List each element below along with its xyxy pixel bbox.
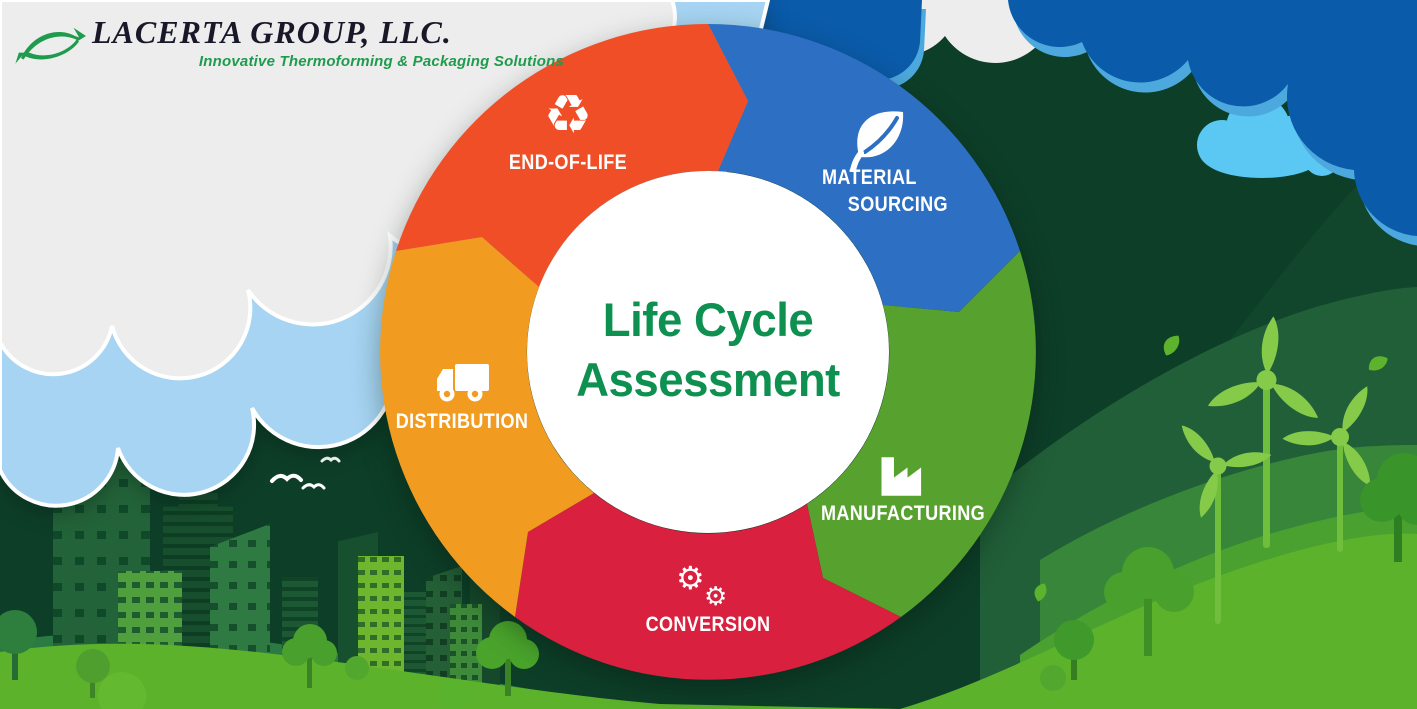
- segment-manufacturing: [807, 251, 1036, 617]
- floating-leaves: [1034, 335, 1388, 602]
- tree: [1360, 453, 1417, 562]
- label-material-sourcing: MATERIAL SOURCING: [822, 164, 948, 218]
- segment-material-sourcing: [708, 24, 1020, 312]
- tree: [1104, 547, 1194, 656]
- gears-icon: ⚙: [676, 560, 705, 596]
- truck-icon: [437, 364, 489, 402]
- company-name: LACERTA GROUP, LLC.: [92, 14, 452, 50]
- label-sourcing: SOURCING: [847, 193, 948, 216]
- company-tagline: Innovative Thermoforming & Packaging Sol…: [198, 53, 564, 70]
- bush: [1040, 665, 1066, 691]
- label-material: MATERIAL: [822, 166, 917, 189]
- segment-conversion: [515, 493, 901, 680]
- tree: [282, 624, 337, 688]
- diagram-title-line2: Assessment: [576, 353, 840, 406]
- bush: [437, 680, 469, 709]
- dark-blue-cloud-right: [1008, 0, 1417, 246]
- bird-icon: [270, 473, 303, 483]
- tree: [76, 649, 110, 698]
- center-circle: [527, 171, 889, 533]
- label-conversion: CONVERSION: [645, 613, 771, 636]
- leaf-icon: [850, 111, 904, 172]
- birds: [270, 456, 341, 490]
- leaf-float-icon: [1163, 335, 1180, 356]
- label-end-of-life: END-OF-LIFE: [508, 151, 628, 174]
- building: [404, 592, 426, 687]
- segment-end-of-life: [396, 24, 748, 287]
- lizard-swoosh-icon: [15, 27, 86, 64]
- leaf-float-icon: [1034, 583, 1047, 602]
- wind-turbine: [1207, 316, 1319, 548]
- gears-icon: ⚙: [704, 581, 728, 611]
- building: [450, 604, 482, 687]
- lacerta-logo: LACERTA GROUP, LLC. Innovative Thermofor…: [14, 14, 564, 70]
- recycle-icon: ♻: [543, 85, 593, 145]
- segment-distribution: [380, 237, 594, 617]
- leaf-float-icon: [1368, 356, 1388, 371]
- bird-icon: [320, 456, 341, 463]
- label-distribution: DISTRIBUTION: [395, 410, 529, 433]
- tree: [476, 621, 539, 696]
- tree: [0, 610, 37, 680]
- factory-icon: [881, 457, 922, 496]
- label-manufacturing: MANUFACTURING: [821, 502, 985, 525]
- wind-turbine: [1282, 386, 1371, 552]
- diagram-title: Life Cycle Assessment: [514, 290, 902, 410]
- bush: [98, 672, 146, 709]
- wind-turbine: [1181, 425, 1272, 624]
- bush: [345, 656, 369, 680]
- diagram-title-line1: Life Cycle: [602, 293, 814, 346]
- tree: [1054, 620, 1094, 680]
- bird-icon: [301, 483, 326, 490]
